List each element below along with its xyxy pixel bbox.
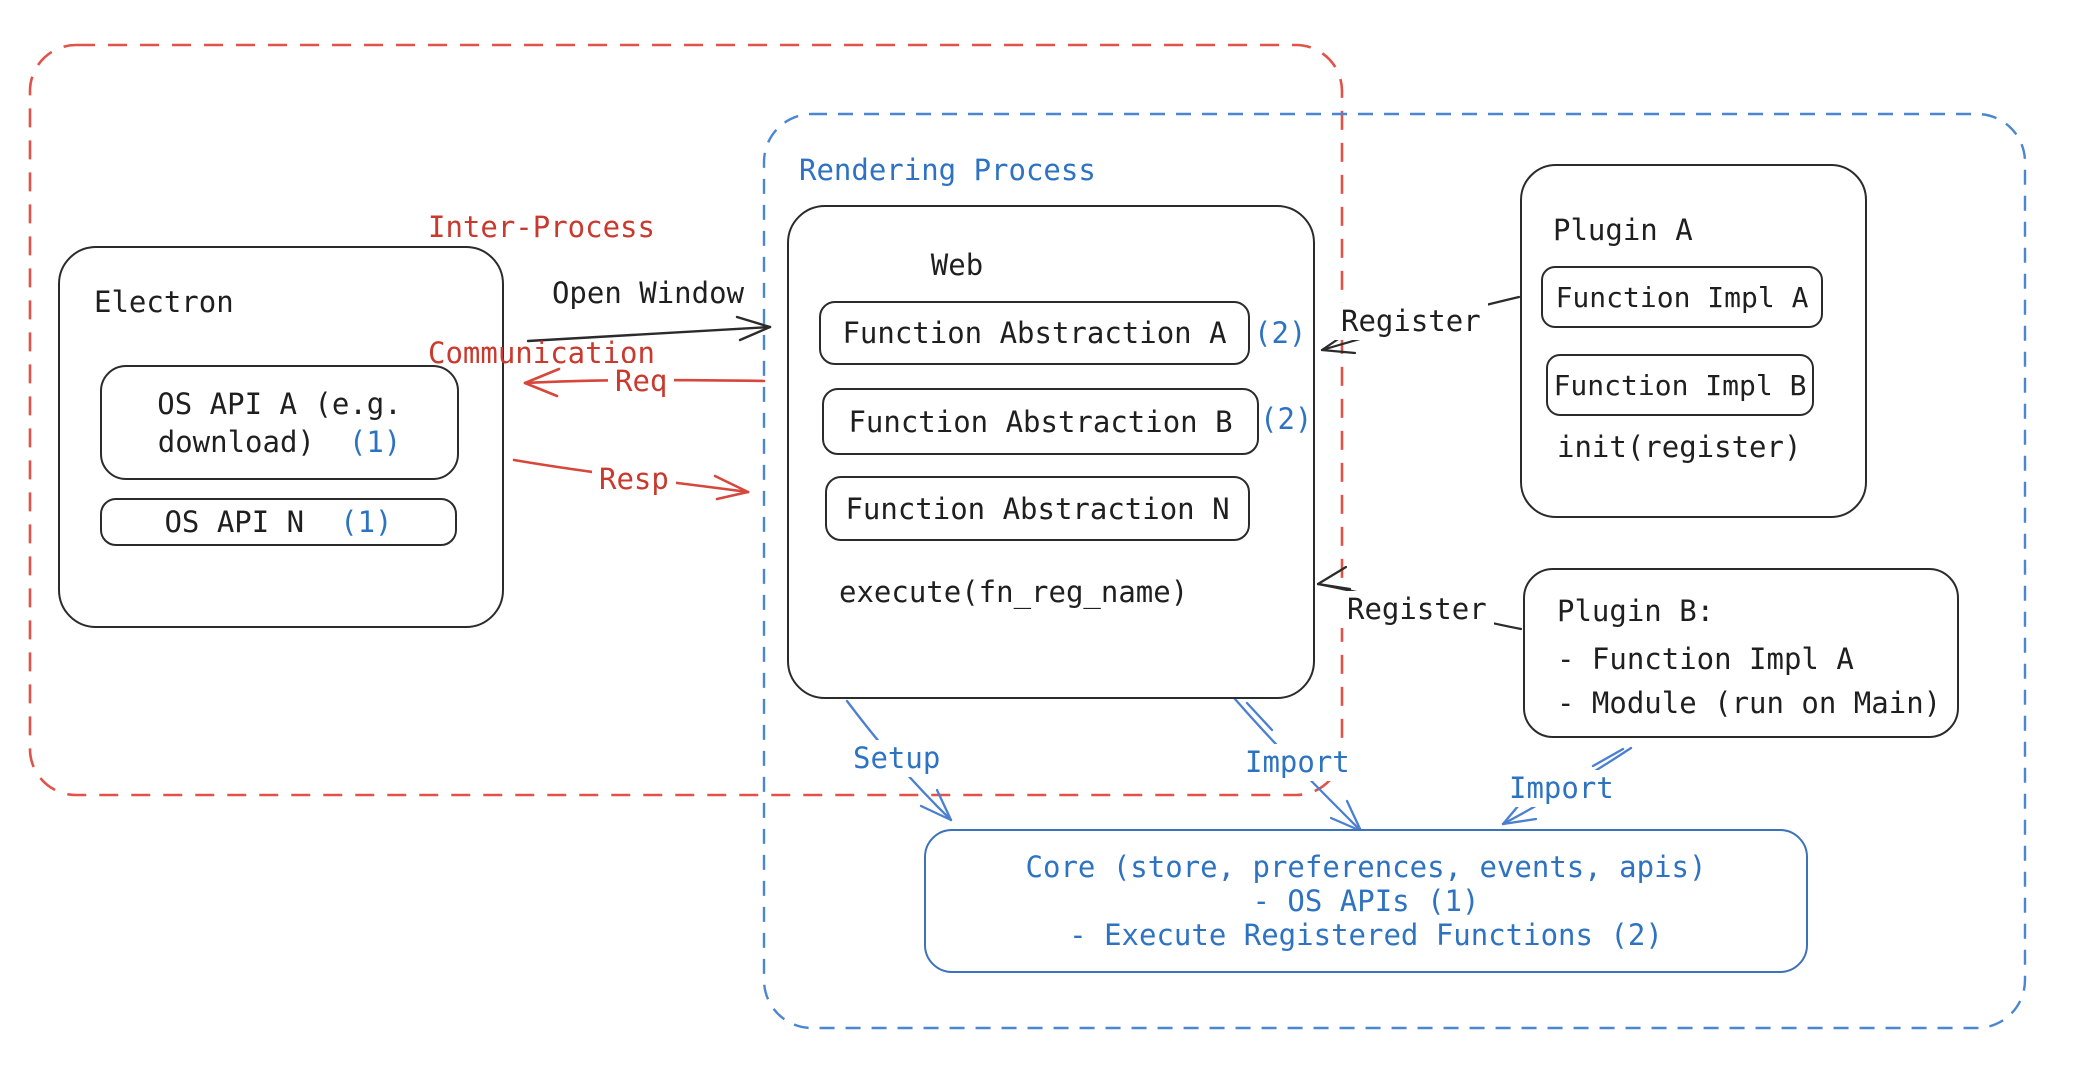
web-title: Web	[930, 248, 984, 282]
resp-label: Resp	[592, 461, 676, 498]
os-api-n-label: OS API N	[164, 505, 305, 539]
plugin-b-title: Plugin B:	[1557, 594, 1715, 628]
core-line1: Core (store, preferences, events, apis)	[1025, 850, 1707, 884]
plugin-b-box	[1523, 568, 1959, 738]
plugin-a-box	[1520, 164, 1867, 518]
execute-label: execute(fn_reg_name)	[839, 575, 1189, 609]
function-abstraction-a-box: Function Abstraction A	[819, 301, 1250, 365]
ipc-region-label: Inter-Process Communication	[428, 122, 655, 458]
register-bottom-label: Register	[1340, 591, 1494, 628]
rendering-region-label: Rendering Process	[799, 153, 1096, 187]
register-top-label: Register	[1334, 303, 1488, 340]
os-api-a-box: OS API A (e.g. download) (1)	[100, 365, 459, 480]
open-window-label: Open Window	[551, 276, 745, 310]
ipc-dashed-border	[28, 43, 1344, 797]
import-right-label: Import	[1502, 770, 1621, 807]
core-line3: - Execute Registered Functions (2)	[1069, 918, 1663, 952]
fa-a-badge: (2)	[1254, 316, 1307, 350]
core-box: Core (store, preferences, events, apis) …	[924, 829, 1808, 973]
function-abstraction-b-box: Function Abstraction B	[822, 388, 1259, 455]
function-impl-b-box: Function Impl B	[1546, 354, 1814, 416]
init-register-label: init(register)	[1557, 430, 1802, 464]
os-api-n-box: OS API N (1)	[100, 498, 457, 546]
os-api-a-badge: (1)	[348, 424, 402, 459]
import-mid-label: Import	[1238, 744, 1357, 781]
ipc-label-line1: Inter-Process	[428, 210, 655, 244]
open-window-arrow	[526, 315, 772, 343]
os-api-a-line2: download)	[157, 424, 315, 459]
plugin-b-item-module: - Module (run on Main)	[1557, 686, 1942, 720]
os-api-n-badge: (1)	[340, 505, 393, 539]
req-label: Req	[608, 363, 675, 400]
function-abstraction-n-box: Function Abstraction N	[825, 476, 1250, 541]
os-api-a-line1: OS API A (e.g.	[157, 386, 402, 421]
rendering-dashed-border	[762, 112, 2027, 1030]
core-line2: - OS APIs (1)	[1252, 884, 1480, 918]
setup-label: Setup	[846, 740, 948, 777]
plugin-b-item-impl-a: - Function Impl A	[1557, 642, 1854, 676]
function-impl-a-box: Function Impl A	[1541, 266, 1823, 328]
fa-b-badge: (2)	[1260, 402, 1313, 436]
plugin-a-title: Plugin A	[1553, 213, 1693, 247]
electron-title: Electron	[94, 285, 234, 319]
